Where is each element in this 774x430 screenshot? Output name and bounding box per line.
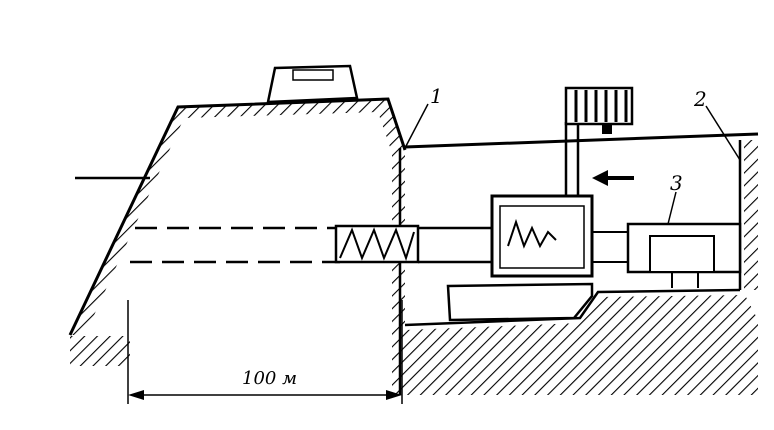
- machine-auger-head: [507, 218, 557, 249]
- boring-machine-inner: [499, 205, 585, 269]
- embankment: [68, 64, 407, 395]
- direction-arrow: [592, 170, 634, 186]
- pit-top-line: [404, 132, 759, 149]
- leader-line-3: [667, 191, 677, 225]
- leader-line-1: [404, 103, 429, 149]
- ground-left-hatch: [70, 336, 130, 366]
- dimension-line: [127, 300, 403, 404]
- label-2: 2: [693, 87, 707, 111]
- crane-hook-block: [602, 124, 612, 134]
- pipe-line: [130, 224, 495, 264]
- crane-unit-fins: [574, 90, 628, 122]
- pit-right-wall-hatch: [744, 140, 758, 290]
- embankment-outline: [68, 97, 407, 336]
- pit-floor: [404, 288, 741, 327]
- foundation-block: [446, 282, 594, 322]
- dimension-label: 100 м: [242, 368, 297, 389]
- embankment-top-structure: [266, 64, 359, 104]
- top-structure-window: [292, 69, 334, 81]
- pit-floor-hatch: [405, 295, 758, 395]
- leader-line-2: [705, 105, 741, 161]
- drive-unit-inner: [649, 235, 715, 273]
- embankment-slope-hatch: [70, 99, 405, 395]
- auger-spiral: [339, 227, 415, 262]
- label-3: 3: [670, 171, 683, 195]
- label-1: 1: [430, 84, 443, 108]
- working-pit: [404, 86, 759, 395]
